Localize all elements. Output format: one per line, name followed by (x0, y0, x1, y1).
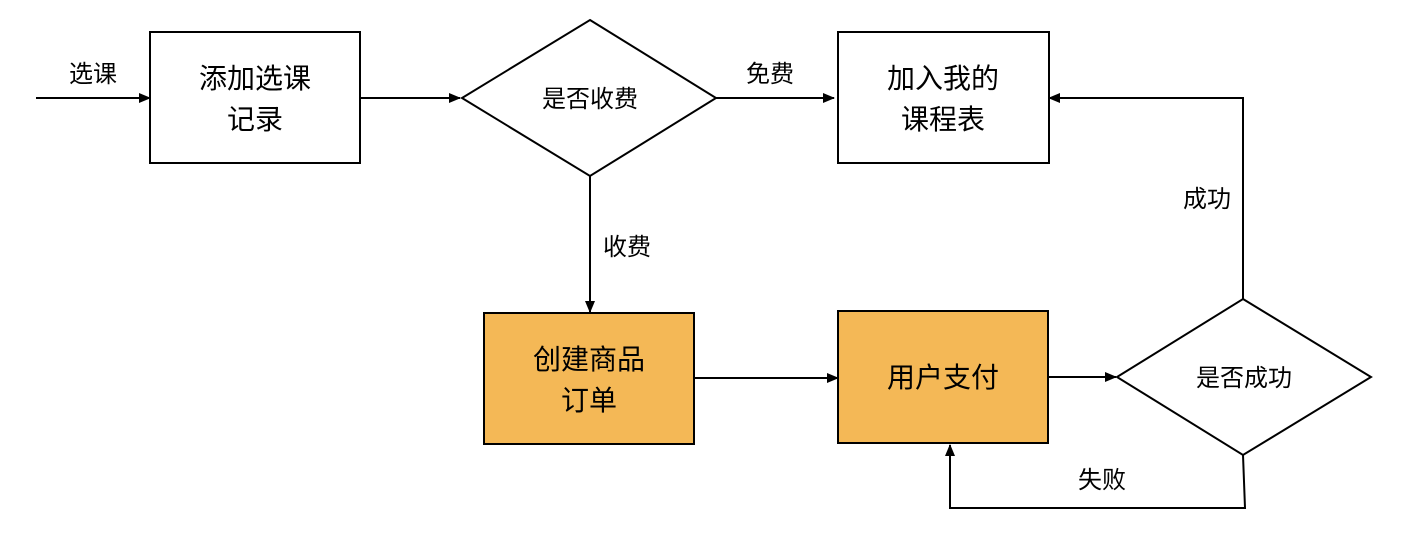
node-user-pay-box (837, 310, 1049, 444)
node-is-charged-label: 是否收费 (542, 85, 638, 113)
node-add-schedule-label-line1: 加入我的 (887, 62, 999, 95)
edge-label-success: 成功 (1183, 185, 1231, 213)
node-create-order: 创建商品 订单 (483, 312, 695, 445)
edge-label-charged: 收费 (603, 233, 651, 261)
node-add-schedule: 加入我的 课程表 (837, 31, 1050, 164)
edge-is-success-to-user-pay (945, 444, 1247, 509)
node-user-pay: 用户支付 (837, 310, 1049, 444)
edge-label-failed: 失败 (1078, 466, 1126, 494)
node-add-schedule-box (837, 31, 1050, 164)
node-is-success: 是否成功 (1115, 297, 1373, 457)
node-add-schedule-label-line2: 课程表 (901, 103, 985, 136)
node-add-record-label-line2: 记录 (227, 103, 283, 136)
node-create-order-label-line2: 订单 (561, 384, 617, 417)
node-is-success-label: 是否成功 (1196, 364, 1292, 392)
node-create-order-label-line1: 创建商品 (533, 343, 645, 376)
edge-is-success-to-add-schedule (1048, 93, 1244, 299)
node-is-charged-diamond (460, 18, 718, 178)
node-add-record-label-line1: 添加选课 (199, 62, 311, 95)
edge-label-select-course: 选课 (69, 60, 117, 88)
edge-label-free: 免费 (746, 60, 794, 88)
node-add-record-box (149, 31, 361, 164)
node-is-success-diamond (1115, 297, 1373, 457)
node-add-record: 添加选课 记录 (149, 31, 361, 164)
node-create-order-box (483, 312, 695, 445)
node-user-pay-label: 用户支付 (887, 361, 999, 394)
node-is-charged: 是否收费 (460, 18, 718, 178)
